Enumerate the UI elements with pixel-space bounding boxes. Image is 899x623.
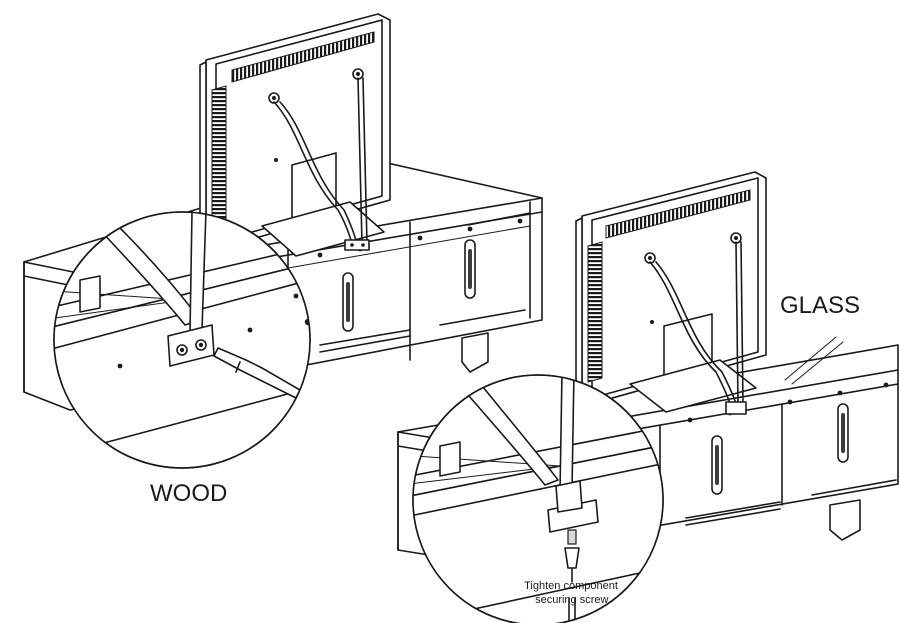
callout-line-2: securing screw.	[535, 594, 611, 606]
wood-strap-left	[273, 101, 353, 245]
wood-monitor	[199, 13, 391, 257]
glass-strap-left	[649, 261, 731, 405]
callout-line-1: Tighten component	[524, 580, 618, 592]
securing-screw	[567, 529, 577, 545]
wood-setup: WOOD	[23, 13, 543, 507]
wood-label: WOOD	[150, 480, 227, 507]
glass-foot	[829, 499, 861, 541]
wood-monitor-base	[261, 201, 385, 257]
glass-setup: GLASS Tighten component securing screw.	[397, 171, 899, 623]
wood-detail-magnifier	[53, 211, 311, 469]
wood-foot	[461, 332, 489, 373]
glass-strap-right	[735, 241, 744, 405]
glass-label: GLASS	[780, 292, 860, 319]
glass-monitor-base	[629, 359, 757, 413]
wood-strap-right	[357, 77, 368, 245]
glass-monitor	[575, 171, 767, 415]
glass-screwdriver	[564, 547, 580, 569]
glass-clamp	[725, 401, 747, 415]
glass-detail-strap	[454, 375, 559, 486]
wood-bracket	[344, 239, 370, 251]
glass-detail-magnifier	[412, 374, 664, 623]
